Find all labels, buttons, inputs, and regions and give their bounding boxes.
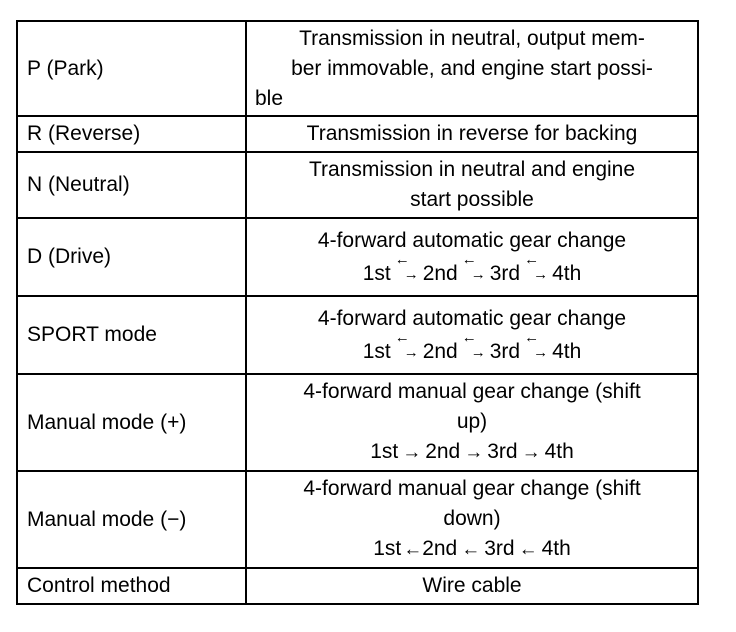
description-line: ble <box>255 86 284 110</box>
table-row: Manual mode (−) 4-forward manual gear ch… <box>16 470 699 569</box>
gear-label: 3rd <box>487 440 518 463</box>
arrow-left-icon: ← <box>394 250 410 268</box>
mode-label: N (Neutral) <box>16 151 247 219</box>
arrow-right-icon: → <box>464 442 484 463</box>
gear-label: 2nd <box>425 440 461 463</box>
table-row: P (Park) Transmission in neutral, output… <box>16 20 699 117</box>
description-line: ber immovable, and engine start possi- <box>291 56 653 80</box>
description-line: 4-forward manual gear change (shift <box>303 477 641 500</box>
gear-label: 4th <box>552 261 582 285</box>
description-line: Transmission in neutral and engine <box>308 158 636 181</box>
table-row: SPORT mode 4-forward automatic gear chan… <box>16 295 699 375</box>
mode-description: 4-forward manual gear change (shift up) … <box>245 373 699 472</box>
arrow-left-icon: ← <box>461 250 477 268</box>
gear-label: 2nd <box>422 339 458 363</box>
table-row: Control method Wire cable <box>16 567 699 605</box>
mode-label: Control method <box>16 567 247 605</box>
mode-description: 4-forward automatic gear change 1st←→2nd… <box>245 217 699 297</box>
gear-sequence: 1st→2nd→3rd→4th <box>255 437 689 468</box>
gear-label: 2nd <box>422 537 458 560</box>
gear-label: 3rd <box>484 537 515 560</box>
gear-label: 4th <box>541 537 571 560</box>
description-line: Transmission in reverse for backing <box>306 122 638 145</box>
table-row: N (Neutral) Transmission in neutral and … <box>16 151 699 219</box>
gear-label: 1st <box>373 537 402 560</box>
description-line: Transmission in neutral, output mem- <box>299 26 645 50</box>
mode-description: Transmission in neutral and engine start… <box>245 151 699 219</box>
mode-label: Manual mode (−) <box>16 470 247 569</box>
table-row: D (Drive) 4-forward automatic gear chang… <box>16 217 699 297</box>
arrow-left-icon: ← <box>394 328 410 346</box>
gear-sequence: 1st←→2nd←→3rd←→4th <box>255 252 689 289</box>
description-line: down) <box>443 507 501 530</box>
description-line: 4-forward automatic gear change <box>317 228 627 252</box>
mode-label: SPORT mode <box>16 295 247 375</box>
description-line: 4-forward automatic gear change <box>317 306 627 330</box>
gear-label: 1st <box>370 440 399 463</box>
arrow-right-icon: → <box>403 343 419 361</box>
gear-label: 4th <box>544 440 574 463</box>
gear-label: 1st <box>362 261 391 285</box>
two-way-arrow-icon: ←→ <box>524 252 550 284</box>
gear-label: 4th <box>552 339 582 363</box>
arrow-right-icon: → <box>521 442 541 463</box>
two-way-arrow-icon: ←→ <box>395 252 421 284</box>
arrow-right-icon: → <box>402 442 422 463</box>
two-way-arrow-icon: ←→ <box>462 252 488 284</box>
mode-label: R (Reverse) <box>16 115 247 153</box>
description-line: start possible <box>410 188 534 211</box>
arrow-left-icon: ← <box>403 539 423 560</box>
description-line: 4-forward manual gear change (shift <box>303 380 641 403</box>
mode-label: Manual mode (+) <box>16 373 247 472</box>
arrow-right-icon: → <box>470 343 486 361</box>
arrow-right-icon: → <box>533 265 549 283</box>
gear-sequence: 1st←→2nd←→3rd←→4th <box>255 330 689 367</box>
table-row: R (Reverse) Transmission in reverse for … <box>16 115 699 153</box>
two-way-arrow-icon: ←→ <box>395 330 421 362</box>
gear-label: 3rd <box>489 261 521 285</box>
mode-description: Wire cable <box>245 567 699 605</box>
mode-description: Transmission in neutral, output mem- ber… <box>245 20 699 117</box>
arrow-right-icon: → <box>403 265 419 283</box>
arrow-right-icon: → <box>533 343 549 361</box>
gear-label: 1st <box>362 339 391 363</box>
shift-mode-table: P (Park) Transmission in neutral, output… <box>16 20 699 605</box>
two-way-arrow-icon: ←→ <box>462 330 488 362</box>
gear-label: 3rd <box>489 339 521 363</box>
mode-label: D (Drive) <box>16 217 247 297</box>
two-way-arrow-icon: ←→ <box>524 330 550 362</box>
mode-description: 4-forward automatic gear change 1st←→2nd… <box>245 295 699 375</box>
arrow-left-icon: ← <box>524 328 540 346</box>
gear-sequence: 1st←2nd←3rd←4th <box>255 534 689 565</box>
mode-description: Transmission in reverse for backing <box>245 115 699 153</box>
table-row: Manual mode (+) 4-forward manual gear ch… <box>16 373 699 472</box>
arrow-left-icon: ← <box>524 250 540 268</box>
arrow-right-icon: → <box>470 265 486 283</box>
description-line: Wire cable <box>422 574 522 597</box>
arrow-left-icon: ← <box>461 328 477 346</box>
arrow-left-icon: ← <box>518 539 538 560</box>
gear-label: 2nd <box>422 261 458 285</box>
description-line: up) <box>456 410 488 433</box>
mode-label: P (Park) <box>16 20 247 117</box>
mode-description: 4-forward manual gear change (shift down… <box>245 470 699 569</box>
arrow-left-icon: ← <box>461 539 481 560</box>
